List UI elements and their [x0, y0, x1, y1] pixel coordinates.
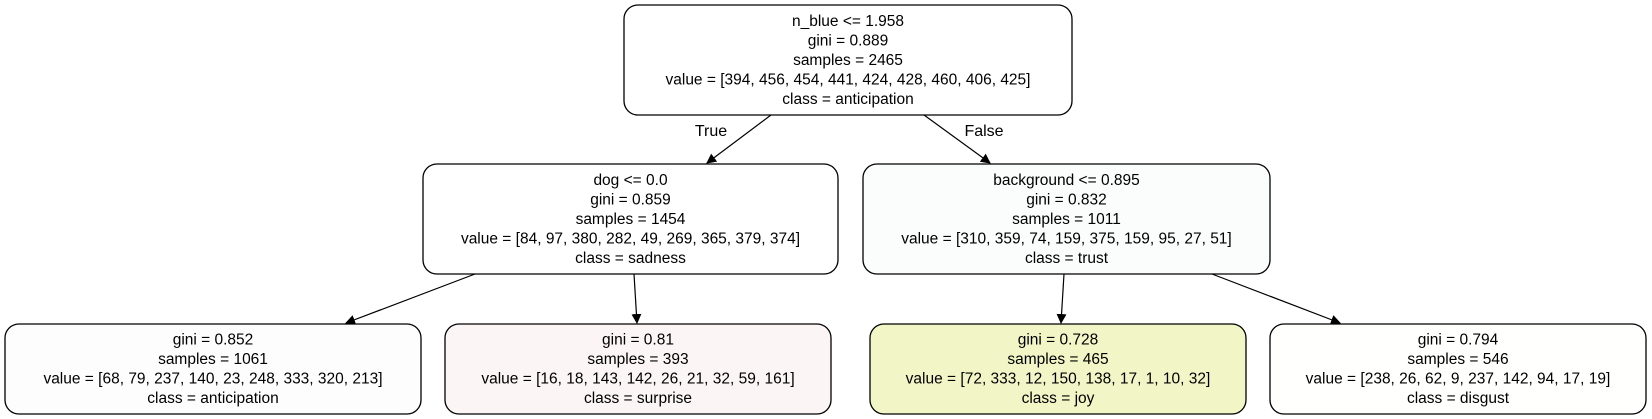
- edge-arrow: [631, 273, 642, 324]
- edge-arrow: [1211, 273, 1341, 325]
- node-text-line: samples = 1454: [576, 211, 686, 228]
- edge-n4-to-n5: [1056, 273, 1067, 324]
- node-text-line: samples = 465: [1007, 351, 1108, 368]
- edge-label-true: True: [695, 123, 727, 140]
- tree-node-n1: dog <= 0.0 gini = 0.859 samples = 1454 valu…: [422, 163, 839, 275]
- node-text-line: gini = 0.81: [602, 332, 674, 349]
- edge-n1-to-n2: [345, 273, 476, 325]
- node-box: [444, 323, 832, 415]
- tree-edges: True False: [345, 114, 1341, 325]
- node-text-line: value = [72, 333, 12, 150, 138, 17, 1, 1…: [906, 371, 1211, 388]
- node-text-line: value = [310, 359, 74, 159, 375, 159, 95…: [901, 230, 1232, 247]
- tree-node-n3: gini = 0.81 samples = 393 value = [16, 18,…: [444, 323, 832, 415]
- node-text-line: value = [238, 26, 62, 9, 237, 142, 94, 1…: [1306, 371, 1611, 388]
- node-text-line: class = joy: [1022, 390, 1095, 407]
- edge-n1-to-n3: [631, 273, 642, 324]
- node-text-line: samples = 393: [587, 351, 688, 368]
- node-text-line: class = anticipation: [782, 91, 913, 108]
- node-text-line: class = surprise: [584, 390, 692, 407]
- node-box: [869, 323, 1247, 415]
- node-text-line: background <= 0.895: [993, 172, 1140, 189]
- node-text-line: gini = 0.889: [808, 32, 889, 49]
- edge-root-to-n1: True: [695, 114, 772, 164]
- edge-arrow: [706, 114, 772, 164]
- node-text-line: n_blue <= 1.958: [792, 13, 904, 30]
- node-box: [422, 163, 839, 275]
- tree-node-n4: background <= 0.895 gini = 0.832 samples =…: [862, 163, 1271, 275]
- node-text-line: value = [84, 97, 380, 282, 49, 269, 365,…: [461, 230, 800, 247]
- edge-n4-to-n6: [1211, 273, 1341, 325]
- node-text-line: class = anticipation: [147, 390, 278, 407]
- edge-label-false: False: [964, 123, 1003, 140]
- tree-node-n5: gini = 0.728 samples = 465 value = [72, 33…: [869, 323, 1247, 415]
- node-text-line: gini = 0.852: [173, 332, 254, 349]
- node-text-line: samples = 1011: [1012, 211, 1121, 228]
- node-text-line: class = sadness: [575, 250, 686, 267]
- node-text-line: class = trust: [1025, 250, 1109, 267]
- node-box: [4, 323, 422, 415]
- edge-arrow: [1056, 273, 1067, 324]
- node-text-line: samples = 546: [1407, 351, 1508, 368]
- node-text-line: gini = 0.859: [590, 191, 671, 208]
- node-text-line: samples = 1061: [158, 351, 268, 368]
- node-box: [1269, 323, 1647, 415]
- node-text-line: class = disgust: [1407, 390, 1510, 407]
- edge-arrow: [923, 114, 991, 164]
- node-box: [623, 4, 1073, 116]
- tree-node-n2: gini = 0.852 samples = 1061 value = [68, 7…: [4, 323, 422, 415]
- node-text-line: value = [68, 79, 237, 140, 23, 248, 333,…: [43, 371, 382, 388]
- edge-arrow: [345, 273, 476, 325]
- node-text-line: gini = 0.832: [1026, 191, 1107, 208]
- tree-node-n6: gini = 0.794 samples = 546 value = [238, 2…: [1269, 323, 1647, 415]
- node-text-line: samples = 2465: [793, 52, 903, 69]
- node-text-line: dog <= 0.0: [593, 172, 668, 189]
- tree-nodes: n_blue <= 1.958 gini = 0.889 samples = 246…: [4, 4, 1647, 415]
- edge-root-to-n4: False: [923, 114, 1004, 164]
- node-text-line: gini = 0.728: [1018, 332, 1099, 349]
- node-box: [862, 163, 1271, 275]
- node-text-line: gini = 0.794: [1418, 332, 1499, 349]
- tree-node-root: n_blue <= 1.958 gini = 0.889 samples = 246…: [623, 4, 1073, 116]
- node-text-line: value = [16, 18, 143, 142, 26, 21, 32, 5…: [481, 371, 794, 388]
- node-text-line: value = [394, 456, 454, 441, 424, 428, 4…: [666, 71, 1031, 88]
